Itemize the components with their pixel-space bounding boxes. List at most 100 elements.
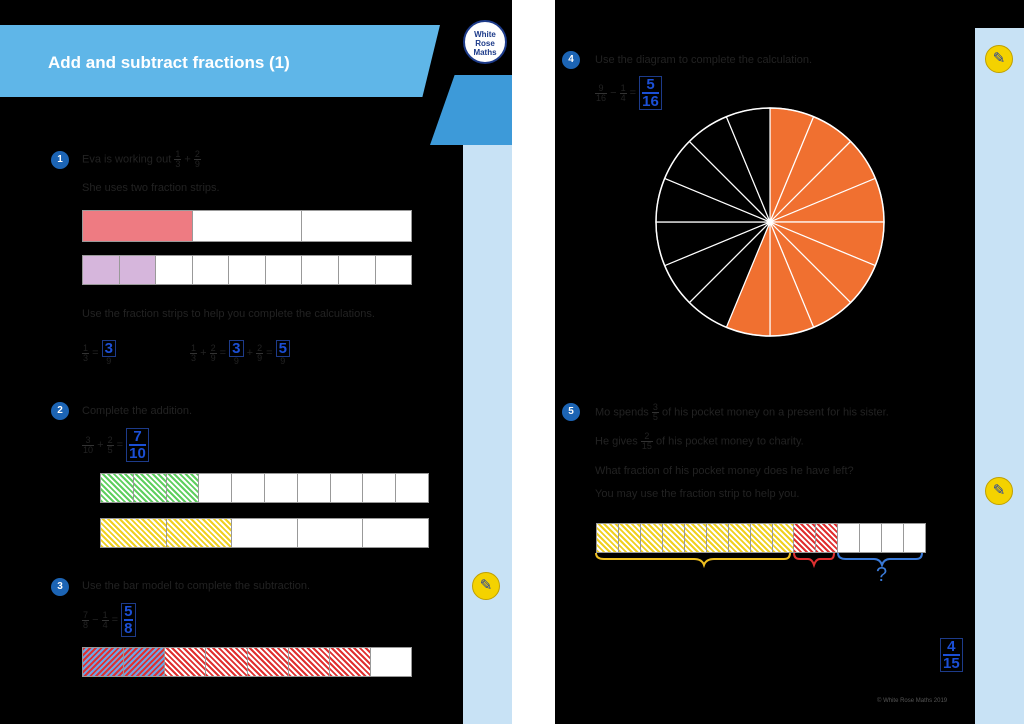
strip-cell xyxy=(302,256,339,284)
white-rose-logo: White Rose Maths xyxy=(463,20,507,64)
q3-text: Use the bar model to complete the subtra… xyxy=(82,580,311,592)
strip-cell xyxy=(232,474,265,502)
strip-cell xyxy=(266,256,303,284)
strip-cell xyxy=(706,524,729,552)
strip-cell xyxy=(728,524,751,552)
question-4-number: 4 xyxy=(562,51,580,69)
strip-cell xyxy=(166,474,200,502)
strip-cell xyxy=(247,648,289,676)
strip-cell xyxy=(265,474,298,502)
strip-cell xyxy=(363,519,428,547)
minus-sign: − xyxy=(92,613,99,626)
q2-fraction-strip-tenths xyxy=(100,473,429,503)
strip-cell xyxy=(101,474,134,502)
equals-sign: = xyxy=(219,346,227,359)
calc2-answer-box-2[interactable]: 5 xyxy=(275,340,290,357)
strip-cell xyxy=(101,519,167,547)
q5-line4: You may use the fraction strip to help y… xyxy=(595,488,800,500)
q1-fraction-strip-ninths xyxy=(82,255,412,285)
strip-cell xyxy=(83,256,120,284)
strip-cell xyxy=(133,474,167,502)
q5-line3: What fraction of his pocket money does h… xyxy=(595,465,854,477)
strip-cell xyxy=(83,648,125,676)
strip-cell xyxy=(363,474,397,502)
strip-cell xyxy=(371,648,411,676)
strip-cell xyxy=(597,524,619,552)
strip-cell xyxy=(882,524,905,552)
strip-cell xyxy=(156,256,193,284)
left-page: Add and subtract fractions (1) White Ros… xyxy=(0,20,512,724)
strip-cell xyxy=(124,648,166,676)
calc1-answer-box[interactable]: 3 xyxy=(101,340,116,357)
strip-cell xyxy=(298,519,364,547)
q5-line2-suffix: of his pocket money to charity. xyxy=(655,435,804,448)
q2-text: Complete the addition. xyxy=(82,405,193,417)
strip-cell xyxy=(339,256,376,284)
q5-line2-prefix: He gives xyxy=(595,435,638,448)
strip-cell xyxy=(750,524,773,552)
logo-word-1: White xyxy=(474,30,496,39)
strip-cell xyxy=(119,256,157,284)
q1-line2: She uses two fraction strips. xyxy=(82,182,220,194)
strip-cell xyxy=(83,211,193,241)
q4-circle-diagram xyxy=(655,107,885,337)
unknown-question-mark: ? xyxy=(876,564,888,586)
question-3-number: 3 xyxy=(51,578,69,596)
page-gap xyxy=(512,0,555,724)
q1-line1-text: Eva is working out xyxy=(82,153,172,166)
question-2-number: 2 xyxy=(51,402,69,420)
question-5-number: 5 xyxy=(562,403,580,421)
equals-sign: = xyxy=(629,86,637,99)
q5-line1-prefix: Mo spends xyxy=(595,406,649,419)
plus-sign: + xyxy=(200,346,207,359)
strip-cell xyxy=(860,524,883,552)
bracket-blue xyxy=(837,552,923,569)
strip-cell xyxy=(165,648,207,676)
plus-sign: + xyxy=(97,438,104,451)
logo-word-2: Rose xyxy=(475,39,495,48)
equals-sign: = xyxy=(266,346,273,359)
strip-cell xyxy=(618,524,641,552)
question-1-number: 1 xyxy=(51,151,69,169)
pencil-icon: ✎ xyxy=(985,477,1013,505)
plus-sign: + xyxy=(184,153,191,166)
strip-cell xyxy=(288,648,330,676)
copyright-text: © White Rose Maths 2019 xyxy=(877,698,948,704)
strip-cell xyxy=(816,524,839,552)
strip-cell xyxy=(640,524,663,552)
title-banner xyxy=(0,25,440,97)
strip-cell xyxy=(329,648,371,676)
bracket-red xyxy=(793,552,835,569)
strip-cell xyxy=(331,474,364,502)
plus-sign: + xyxy=(246,346,253,359)
equals-sign: = xyxy=(111,613,119,626)
strip-cell xyxy=(193,211,303,241)
q1-instruction: Use the fraction strips to help you comp… xyxy=(82,308,375,320)
q5-line1-suffix: of his pocket money on a present for his… xyxy=(661,406,889,419)
calc2-answer-box-1[interactable]: 3 xyxy=(229,340,244,357)
strip-cell xyxy=(662,524,685,552)
strip-cell xyxy=(298,474,331,502)
minus-sign: − xyxy=(610,86,617,99)
